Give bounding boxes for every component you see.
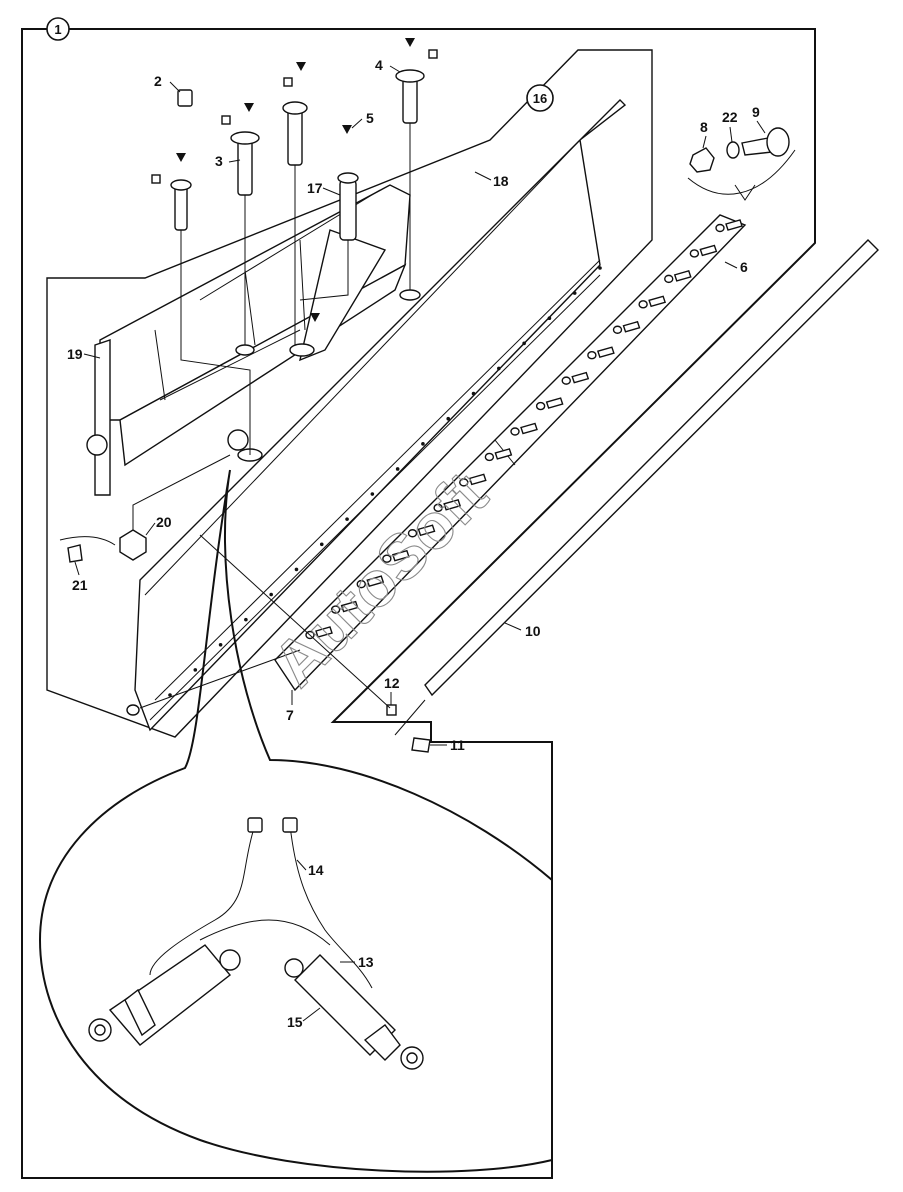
part-label-21: 21 [72,577,88,593]
mounting-hole-icon [319,542,324,547]
part-label-18: 18 [493,173,509,189]
mounting-hole-icon [421,442,425,446]
mounting-hole-icon [294,567,299,572]
subassembly-boundary [46,49,653,738]
part-label-5: 5 [366,110,374,126]
svg-text:16: 16 [533,91,547,106]
bolt-icon [510,422,538,436]
bolt-icon [664,270,692,284]
mounting-hole-icon [370,492,375,496]
mounting-hole-icon [244,617,248,622]
mounting-hole-icon [395,467,400,471]
part-label-15: 15 [287,1014,303,1030]
part-labels: 2 3 4 5 6 7 8 9 10 11 12 13 14 15 17 18 … [67,57,760,1030]
pivot-boss-icon [86,434,108,456]
part-label-2: 2 [154,73,162,89]
small-screws [151,49,438,184]
svg-text:1: 1 [54,22,61,37]
part-label-13: 13 [358,954,374,970]
part-label-6: 6 [740,259,748,275]
part-label-4: 4 [375,57,383,73]
part-label-11: 11 [450,737,465,753]
part-label-20: 20 [156,514,172,530]
bolt-icon [535,397,564,411]
part-label-8: 8 [700,119,708,135]
mounting-hole-icon [471,391,476,396]
bolt-icon [612,320,641,334]
push-frame [86,184,421,496]
part-label-22: 22 [722,109,738,125]
part-label-14: 14 [308,862,324,878]
mounting-hole-icon [497,366,501,371]
subassembly-callout: 16 [526,84,554,112]
detail-ellipse [38,469,553,1173]
mounting-hole-icon [345,517,349,521]
bolt-set-8-22-9 [687,127,796,201]
moldboard-holes [168,266,602,697]
label-leaders [74,65,766,1022]
part-label-3: 3 [215,153,223,169]
moldboard [134,99,627,732]
mounting-hole-icon [547,316,552,321]
bolt-icon [484,448,513,462]
part-label-7: 7 [286,707,294,723]
part-label-17: 17 [307,180,323,196]
bolt-icon [715,219,743,233]
bolt-row [305,219,743,640]
mounting-hole-icon [446,416,451,421]
bolt-icon [382,549,410,563]
bolt-icon [356,575,385,589]
bolt-icon [330,600,359,614]
wear-strip [394,239,879,736]
part-label-19: 19 [67,346,83,362]
mounting-hole-icon [218,642,223,647]
bolt-icon [433,498,462,513]
bolt-icon [587,346,615,360]
mounting-hole-icon [269,592,273,597]
assembly-boundary [21,28,816,1179]
main-callout: 1 [46,17,70,41]
hydraulic-cylinders [88,817,424,1070]
part-label-10: 10 [525,623,541,639]
part-label-12: 12 [384,675,400,691]
mounting-hole-icon [168,693,172,697]
bolt-icon [561,371,590,385]
mounting-hole-icon [522,341,526,346]
hardware-20-21 [59,529,147,563]
pins [170,69,425,241]
mounting-hole-icon [193,668,198,672]
grease-markers [176,38,415,322]
bolt-icon [407,524,436,538]
bolt-icon [459,473,487,487]
bolt-icon [638,295,667,309]
mounting-hole-icon [572,291,577,295]
corner-nut-icon [126,704,140,716]
part-label-9: 9 [752,104,760,120]
hardware-11-12 [386,704,431,753]
center-lines [132,123,411,709]
bolt-icon [689,244,718,258]
mounting-hole-icon [598,266,602,270]
